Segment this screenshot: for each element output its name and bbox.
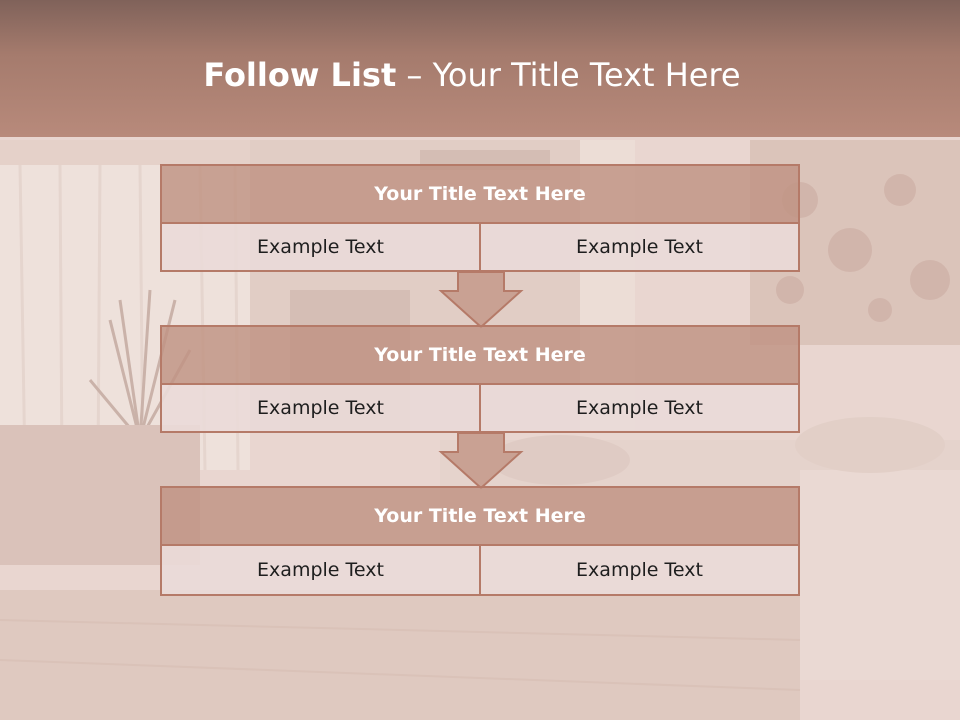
down-arrow-icon bbox=[438, 271, 524, 329]
block-cell-right: Example Text bbox=[479, 546, 798, 594]
block-row: Example Text Example Text bbox=[162, 224, 798, 270]
block-title: Your Title Text Here bbox=[162, 166, 798, 224]
block-cell-left: Example Text bbox=[257, 397, 384, 419]
block-cell-left: Example Text bbox=[257, 559, 384, 581]
title-separator: – bbox=[396, 56, 433, 94]
title-bold: Follow List bbox=[203, 56, 397, 94]
block-row: Example Text Example Text bbox=[162, 546, 798, 594]
slide-title: Follow List – Your Title Text Here bbox=[0, 52, 944, 98]
block-cell-left: Example Text bbox=[257, 236, 384, 258]
block-cell-right: Example Text bbox=[479, 385, 798, 431]
block-title: Your Title Text Here bbox=[162, 327, 798, 385]
block-row: Example Text Example Text bbox=[162, 385, 798, 431]
down-arrow-icon bbox=[438, 432, 524, 490]
list-block-3: Your Title Text Here Example Text Exampl… bbox=[160, 486, 800, 596]
block-title: Your Title Text Here bbox=[162, 488, 798, 546]
slide-header bbox=[0, 0, 960, 137]
title-subtitle: Your Title Text Here bbox=[432, 56, 741, 94]
block-cell-right: Example Text bbox=[479, 224, 798, 270]
list-block-2: Your Title Text Here Example Text Exampl… bbox=[160, 325, 800, 433]
list-block-1: Your Title Text Here Example Text Exampl… bbox=[160, 164, 800, 272]
